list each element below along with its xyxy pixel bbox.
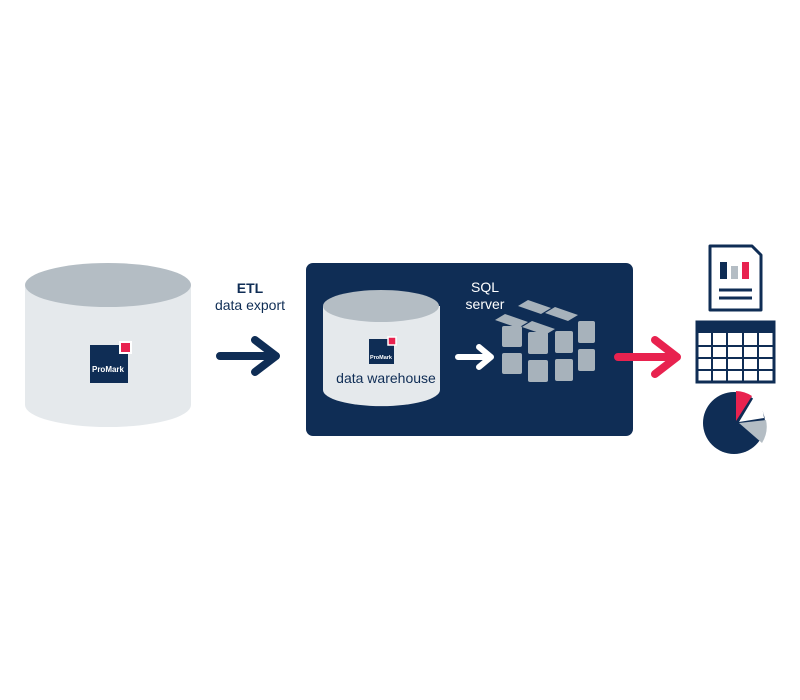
arrow-right-icon (216, 336, 280, 376)
warehouse-logo-text: ProMark (370, 355, 393, 361)
source-logo-text: ProMark (92, 365, 125, 374)
table-grid-icon (695, 320, 776, 384)
olap-cube-icon (495, 300, 595, 382)
source-database-icon (25, 263, 191, 427)
source-logo: ProMark (90, 341, 132, 383)
warehouse-label: data warehouse (336, 370, 436, 386)
etl-subtitle: data export (214, 297, 286, 313)
report-document-icon (708, 244, 763, 312)
server-title: SQL (470, 279, 499, 295)
arrow-right-icon (614, 336, 681, 378)
warehouse-logo: ProMark (369, 336, 397, 364)
etl-title: ETL (236, 280, 264, 296)
pie-chart-icon (703, 391, 767, 454)
arrow-right-icon (455, 344, 494, 370)
server-subtitle: server (465, 296, 505, 312)
